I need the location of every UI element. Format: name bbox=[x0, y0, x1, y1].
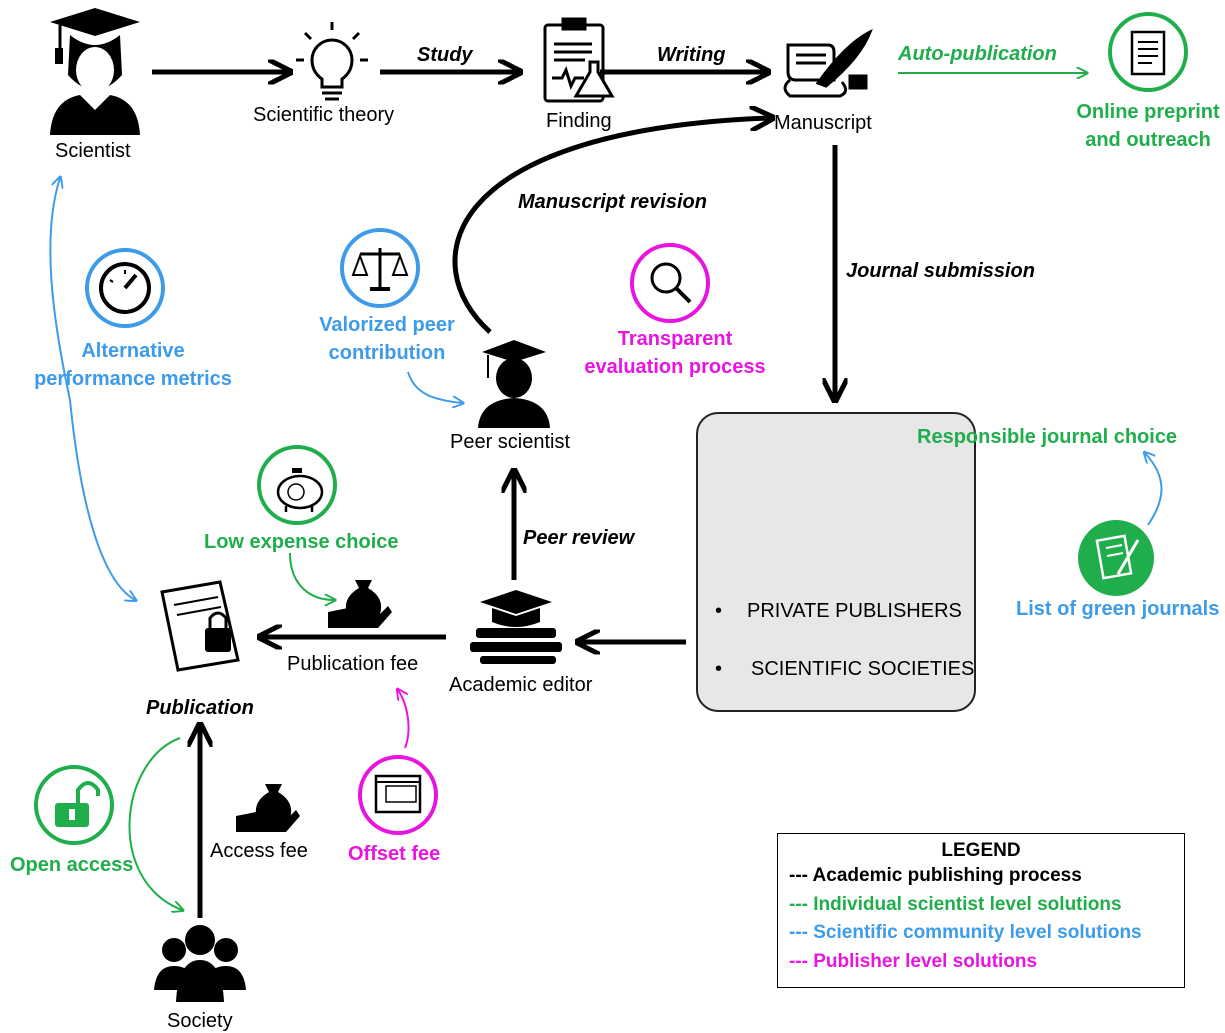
solution-auto-publication: Auto-publication bbox=[898, 43, 1057, 65]
access-fee-money-icon bbox=[236, 784, 300, 832]
solution-alt-metrics-line1: Alternative bbox=[81, 340, 185, 362]
solution-valorized-line2: contribution bbox=[328, 342, 446, 364]
arrow-valorized bbox=[407, 371, 462, 403]
node-publication: Publication bbox=[146, 697, 254, 719]
arrow-alt-metrics-up bbox=[49, 178, 71, 401]
legend: LEGEND --- Academic publishing process -… bbox=[777, 833, 1185, 988]
solution-alt-metrics-line2: performance metrics bbox=[34, 368, 232, 390]
legend-row-individual: --- Individual scientist level solutions bbox=[789, 893, 1122, 915]
money-bag-hand-icon bbox=[328, 580, 392, 628]
solution-green-journals: List of green journals bbox=[1016, 598, 1220, 620]
balance-scales-icon bbox=[340, 228, 420, 308]
legend-row-publisher: --- Publisher level solutions bbox=[789, 950, 1038, 972]
edge-submission: Journal submission bbox=[846, 260, 1035, 282]
publisher-arrows bbox=[398, 690, 410, 749]
online-document-icon bbox=[1108, 12, 1188, 92]
publisher-item: •SCIENTIFIC SOCIETIES bbox=[715, 658, 975, 680]
books-mortarboard-icon bbox=[470, 590, 562, 664]
open-padlock-icon bbox=[34, 765, 114, 845]
arrow-green-journals bbox=[1145, 453, 1163, 526]
node-manuscript: Manuscript bbox=[774, 112, 872, 134]
locked-document-icon bbox=[160, 580, 240, 672]
individual-arrows bbox=[128, 73, 1086, 910]
magnifier-icon bbox=[630, 243, 710, 323]
solution-transparent-line2: evaluation process bbox=[584, 356, 766, 378]
quill-scroll-icon bbox=[783, 28, 873, 98]
node-scientist: Scientist bbox=[55, 140, 131, 162]
publishers-list: •PRIVATE PUBLISHERS •SCIENTIFIC SOCIETIE… bbox=[715, 600, 974, 716]
green-journals-icon bbox=[1078, 520, 1154, 596]
edge-study: Study bbox=[417, 44, 473, 66]
solution-preprint-line1: Online preprint bbox=[1076, 101, 1220, 123]
arrow-low-expense bbox=[289, 552, 334, 600]
node-access-fee: Access fee bbox=[210, 840, 308, 862]
solution-transparent-line1: Transparent bbox=[617, 328, 733, 350]
arrow-alt-metrics-down bbox=[69, 399, 135, 600]
node-finding: Finding bbox=[546, 110, 612, 132]
group-people-icon bbox=[154, 925, 246, 1002]
node-society: Society bbox=[167, 1010, 233, 1032]
legend-row-process: --- Academic publishing process bbox=[789, 865, 1082, 886]
publishers-box bbox=[696, 412, 976, 712]
edge-revision: Manuscript revision bbox=[518, 191, 707, 213]
arrow-offset-fee bbox=[398, 690, 410, 749]
graduate-silhouette-icon bbox=[478, 340, 550, 428]
solution-low-expense: Low expense choice bbox=[204, 531, 399, 553]
community-arrows bbox=[49, 178, 1163, 600]
piggy-bank-euro-icon bbox=[257, 445, 337, 525]
legend-row-community: --- Scientific community level solutions bbox=[789, 922, 1142, 943]
solution-valorized-line1: Valorized peer bbox=[319, 314, 455, 336]
solution-open-access: Open access bbox=[10, 854, 134, 876]
edge-writing: Writing bbox=[657, 44, 726, 66]
scientist-icon bbox=[50, 8, 140, 135]
edge-peer-review: Peer review bbox=[523, 527, 635, 549]
legend-title: LEGEND bbox=[941, 840, 1021, 861]
clipboard-flask-icon bbox=[543, 17, 615, 103]
speedometer-icon bbox=[85, 248, 165, 328]
solution-offset-fee: Offset fee bbox=[348, 843, 441, 865]
solution-preprint-line2: and outreach bbox=[1085, 129, 1211, 151]
process-arrows bbox=[152, 72, 835, 918]
solution-responsible-choice: Responsible journal choice bbox=[917, 426, 1178, 448]
ads-window-icon bbox=[358, 755, 438, 835]
node-publication-fee: Publication fee bbox=[287, 653, 419, 675]
publisher-item: •PRIVATE PUBLISHERS bbox=[715, 600, 962, 622]
node-editor: Academic editor bbox=[449, 674, 593, 696]
arrow-revision bbox=[452, 118, 770, 334]
node-theory: Scientific theory bbox=[253, 104, 395, 126]
lightbulb-icon bbox=[296, 22, 368, 101]
arrow-open-access bbox=[128, 737, 182, 910]
node-peer: Peer scientist bbox=[450, 431, 571, 453]
